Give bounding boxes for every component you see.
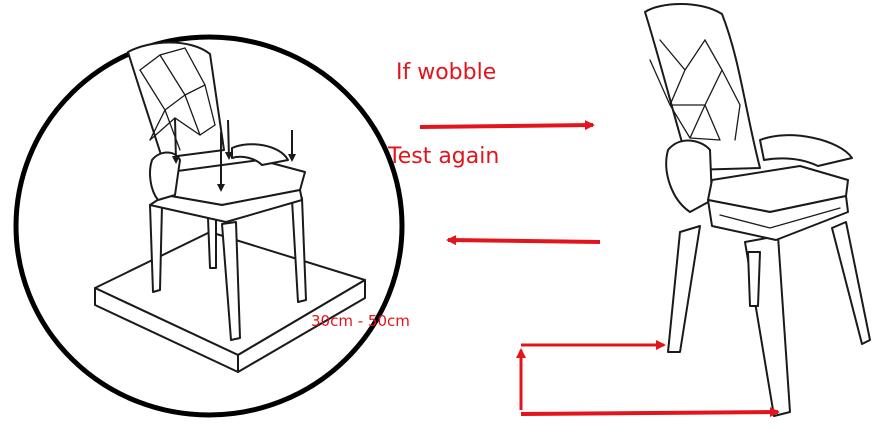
test-illustration [13,34,405,418]
press-arrow [171,117,180,164]
small-chair [127,41,307,341]
press-arrows [171,117,296,192]
press-arrow [224,119,233,160]
distance-label: 30cm - 50cm [311,312,410,330]
arrow-right [419,120,595,131]
arrow-left [446,235,601,246]
large-chair [644,3,871,417]
distance-marker [516,340,780,418]
lower-guide [520,407,780,418]
test-again-label: Test again [388,144,500,169]
flow-arrows [419,120,601,246]
test-circle [13,34,405,418]
if-wobble-label: If wobble [396,60,497,85]
